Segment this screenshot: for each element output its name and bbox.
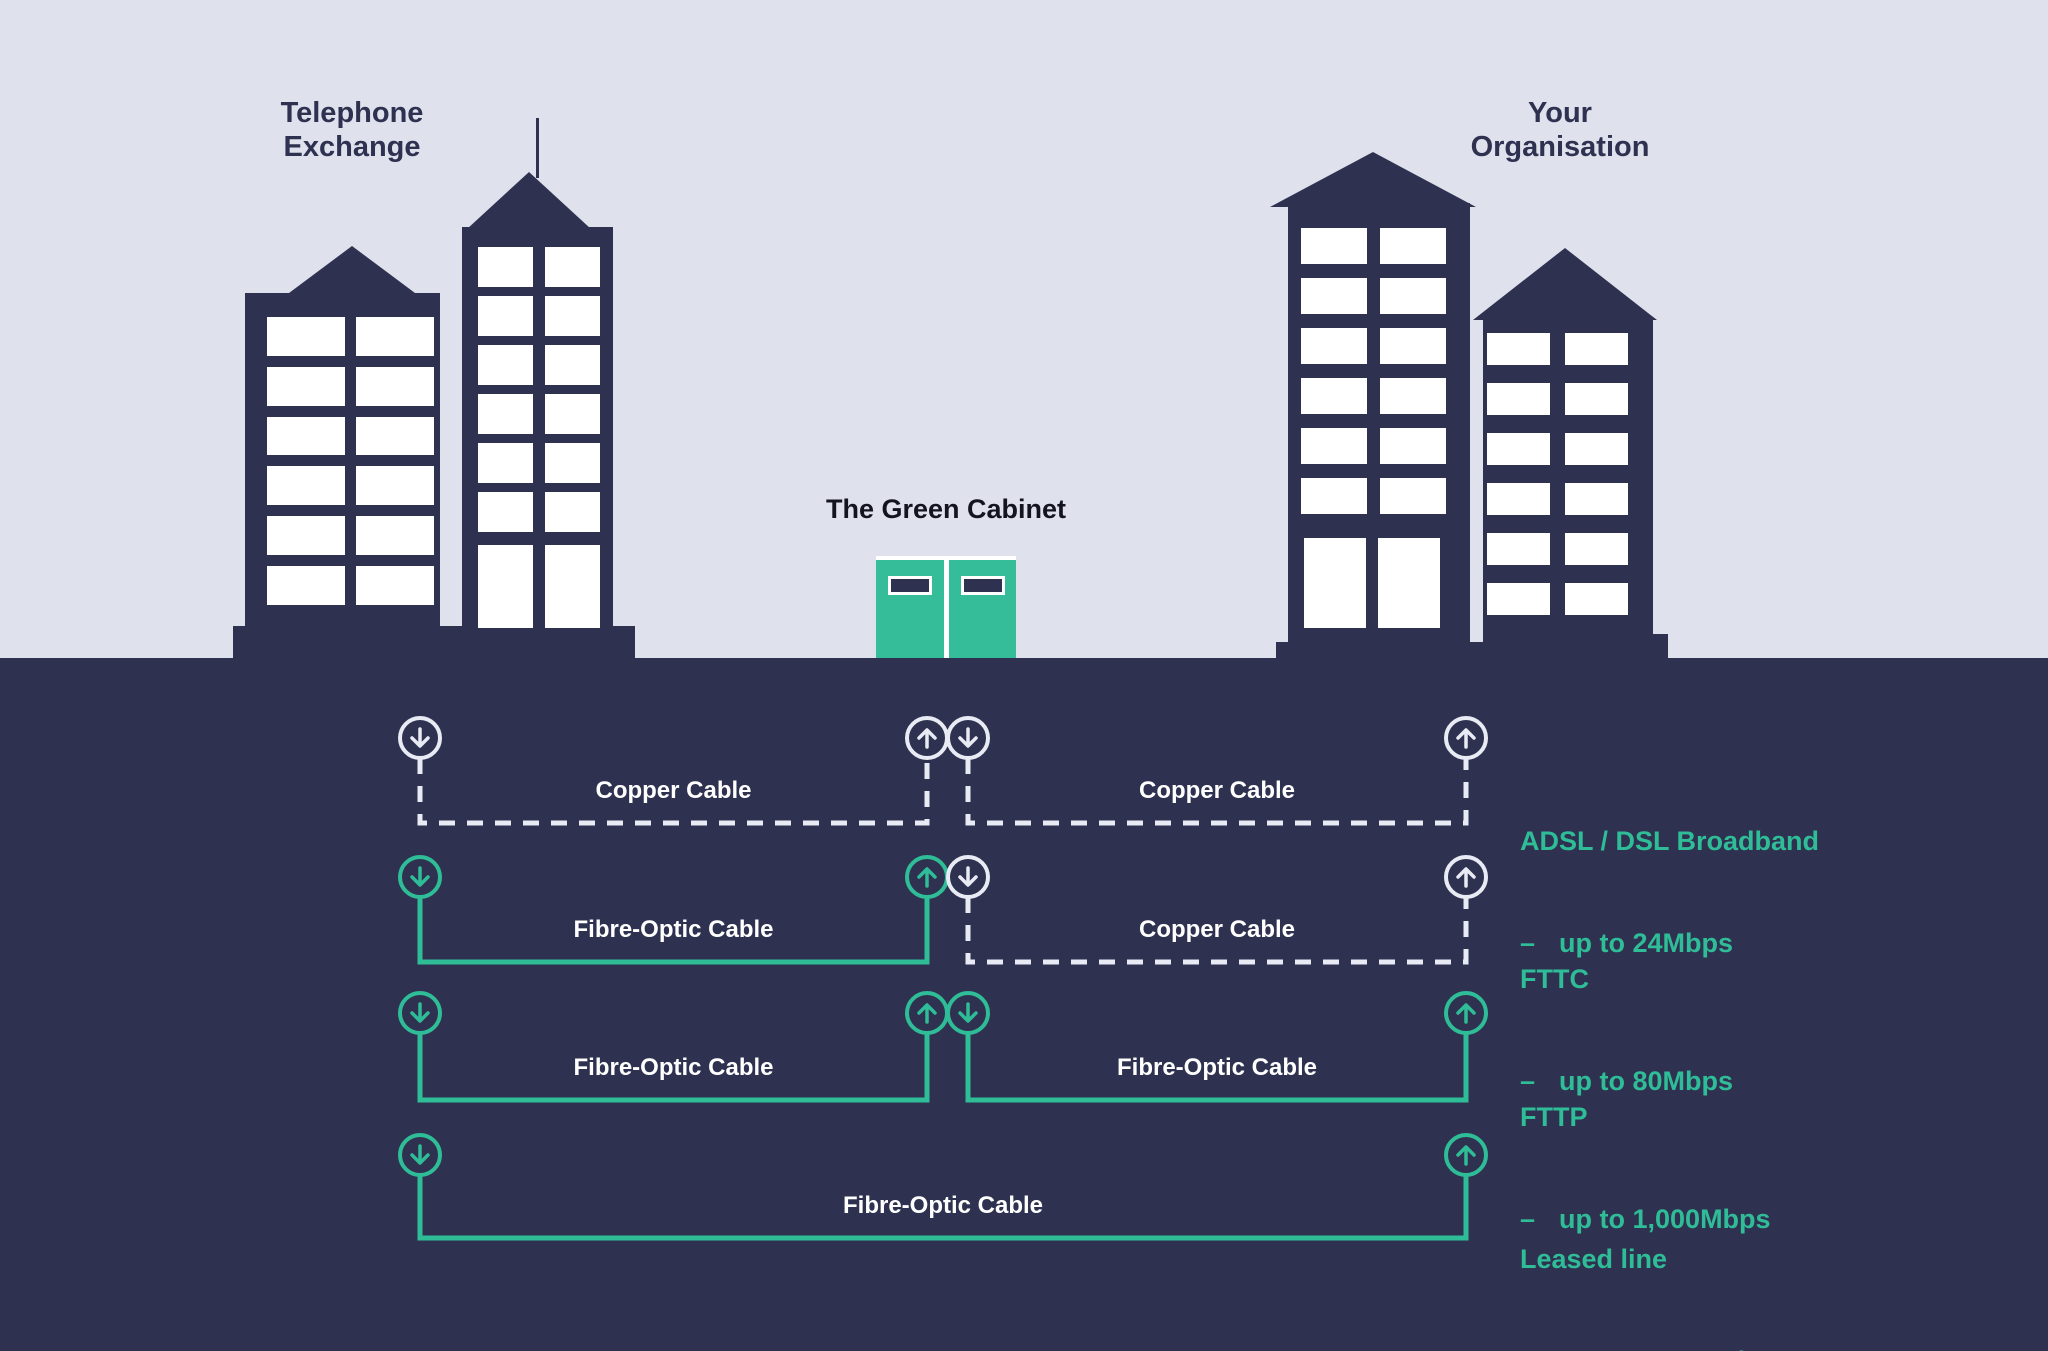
window bbox=[1304, 538, 1366, 628]
cable-label: Fibre-Optic Cable bbox=[1116, 1054, 1318, 1081]
exchange-label-line1: Telephone bbox=[280, 97, 424, 129]
window bbox=[1565, 383, 1628, 415]
cabinet-label: The Green Cabinet bbox=[825, 494, 1067, 524]
connection-name: Leased line bbox=[1520, 1244, 1668, 1274]
organisation-building-c-doors bbox=[1304, 538, 1440, 628]
connection-speed: –up to 24Mbps bbox=[1520, 928, 1734, 958]
window bbox=[267, 416, 345, 456]
window bbox=[545, 345, 600, 385]
organisation-building-c-windows bbox=[1301, 228, 1446, 514]
window bbox=[478, 545, 533, 628]
window bbox=[356, 466, 434, 506]
window bbox=[1301, 328, 1367, 364]
window bbox=[478, 492, 533, 532]
organisation-building-d-windows bbox=[1487, 333, 1628, 615]
window bbox=[1487, 433, 1550, 465]
exchange-label-line2: Exchange bbox=[283, 131, 421, 163]
window bbox=[1378, 538, 1440, 628]
window bbox=[1487, 583, 1550, 615]
cable-label: Copper Cable bbox=[1138, 916, 1296, 943]
exchange-building-b-doors bbox=[478, 545, 600, 628]
window bbox=[267, 317, 345, 356]
window bbox=[478, 443, 533, 483]
cabinet-door-left bbox=[876, 560, 944, 658]
exchange-label: Telephone Exchange bbox=[281, 96, 424, 164]
cable-label: Fibre-Optic Cable bbox=[842, 1192, 1044, 1219]
window bbox=[1487, 533, 1550, 565]
window bbox=[356, 416, 434, 456]
window bbox=[1301, 478, 1367, 514]
window bbox=[1380, 278, 1446, 314]
window bbox=[267, 466, 345, 506]
organisation-building-base bbox=[1276, 642, 1668, 658]
window bbox=[545, 296, 600, 336]
window bbox=[1565, 483, 1628, 515]
window bbox=[545, 394, 600, 434]
window bbox=[1565, 583, 1628, 615]
window bbox=[356, 317, 434, 356]
exchange-building-base bbox=[233, 626, 635, 658]
window bbox=[1487, 383, 1550, 415]
window bbox=[545, 247, 600, 287]
window bbox=[1301, 378, 1367, 414]
cable-label: Fibre-Optic Cable bbox=[573, 1054, 774, 1081]
connection-label-fttp: FTTP –up to 1,000Mbps bbox=[1520, 1032, 1771, 1304]
cabinet-vent-left bbox=[888, 576, 932, 595]
cable-label: Copper Cable bbox=[595, 777, 752, 804]
window bbox=[1565, 533, 1628, 565]
organisation-label: Your Organisation bbox=[1471, 96, 1650, 164]
organisation-label-line2: Organisation bbox=[1470, 131, 1650, 163]
window bbox=[545, 443, 600, 483]
exchange-building-b-roof bbox=[467, 172, 591, 229]
green-cabinet bbox=[876, 556, 1016, 658]
exchange-building-a-windows bbox=[267, 317, 434, 605]
window bbox=[478, 345, 533, 385]
window bbox=[545, 545, 600, 628]
window bbox=[1380, 228, 1446, 264]
window bbox=[267, 566, 345, 605]
cable-label: Fibre-Optic Cable bbox=[573, 916, 774, 943]
connection-speed: –up to 1,000Mbps bbox=[1520, 1204, 1771, 1234]
window bbox=[1380, 478, 1446, 514]
window bbox=[356, 566, 434, 605]
window bbox=[478, 247, 533, 287]
exchange-building-a-roof bbox=[285, 246, 419, 296]
cabinet-door-right bbox=[948, 560, 1016, 658]
connection-label-leased: Leased line –up to 10,000Mbps bbox=[1520, 1174, 1786, 1351]
window bbox=[478, 296, 533, 336]
window bbox=[1487, 483, 1550, 515]
connection-name: FTTC bbox=[1520, 964, 1589, 994]
window bbox=[1380, 328, 1446, 364]
connection-speed: –up to 80Mbps bbox=[1520, 1066, 1734, 1096]
window bbox=[1487, 333, 1550, 365]
window bbox=[1565, 433, 1628, 465]
cabinet-vent-right bbox=[960, 576, 1005, 595]
window bbox=[1565, 333, 1628, 365]
window bbox=[478, 394, 533, 434]
connection-name: ADSL / DSL Broadband bbox=[1520, 826, 1820, 856]
exchange-building-b-windows bbox=[478, 247, 600, 532]
window bbox=[356, 516, 434, 556]
window bbox=[545, 492, 600, 532]
connection-speed: –up to 10,000Mbps bbox=[1520, 1344, 1786, 1351]
window bbox=[1380, 428, 1446, 464]
organisation-label-line1: Your bbox=[1528, 97, 1592, 129]
connection-name: FTTP bbox=[1520, 1102, 1588, 1132]
organisation-building-c-roof bbox=[1270, 152, 1476, 207]
window bbox=[356, 366, 434, 406]
connection-label-adsl: ADSL / DSL Broadband –up to 24Mbps bbox=[1520, 756, 1819, 1028]
window bbox=[267, 516, 345, 556]
cable-label: Copper Cable bbox=[1138, 777, 1296, 804]
window bbox=[1301, 278, 1367, 314]
exchange-building-b-spire bbox=[536, 118, 539, 178]
window bbox=[267, 366, 345, 406]
organisation-building-d-roof bbox=[1473, 248, 1657, 320]
window bbox=[1301, 228, 1367, 264]
window bbox=[1301, 428, 1367, 464]
connection-label-fttc: FTTC –up to 80Mbps bbox=[1520, 894, 1733, 1166]
window bbox=[1380, 378, 1446, 414]
